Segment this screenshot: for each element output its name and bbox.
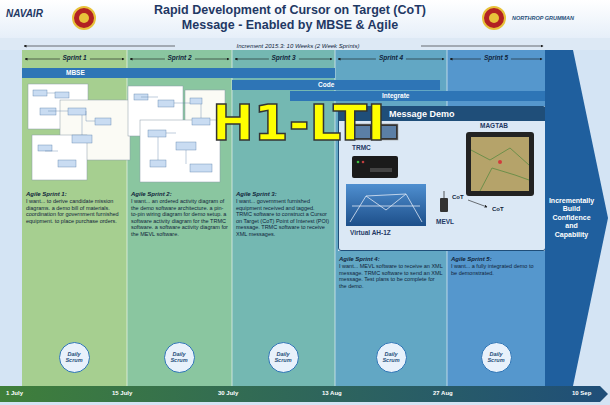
date-label: 10 Sep xyxy=(572,389,591,397)
sprint-goal-text: I want... MEVL software to receive an XM… xyxy=(339,263,443,289)
date-label: 27 Aug xyxy=(433,389,453,397)
scrum-label: Daily Scrum xyxy=(168,351,190,364)
outcome-text: Incrementally Build Confidence and Capab… xyxy=(549,197,595,240)
sprint-heading: Sprint 5 xyxy=(481,54,511,62)
sprint-goal-text: I want... government furnished equipment… xyxy=(236,198,331,238)
company-name: NORTHROP GRUMMAN xyxy=(512,15,574,21)
scrum-circle: Daily Scrum xyxy=(268,342,299,373)
phase-bar: MBSE xyxy=(22,68,335,78)
scrum-circle: Daily Scrum xyxy=(164,342,195,373)
chevron-arrow: Incrementally Build Confidence and Capab… xyxy=(545,50,608,386)
sprint-goal-heading: Agile Sprint 4: xyxy=(339,255,443,263)
sprint-heading: Sprint 4 xyxy=(376,54,406,62)
watermark: H1-LTI xyxy=(212,98,386,148)
scrum-label: Daily Scrum xyxy=(485,351,507,364)
phase-bar: Code xyxy=(232,80,440,90)
message-label: CoT xyxy=(492,206,504,212)
scrum-circle: Daily Scrum xyxy=(481,342,512,373)
sprint-column: Sprint 1 Agile Sprint 1:I want... to deri… xyxy=(22,50,127,386)
logo-text: NAVAIR xyxy=(6,8,43,19)
date-label: 13 Aug xyxy=(322,389,342,397)
phase-label: Code xyxy=(232,80,440,90)
date-label: 15 July xyxy=(112,389,132,397)
scrum-circle: Daily Scrum xyxy=(59,342,90,373)
sprint-heading: Sprint 1 xyxy=(59,54,89,62)
scrum-circle: Daily Scrum xyxy=(376,342,407,373)
sprint-heading: Sprint 2 xyxy=(164,54,194,62)
sprint-goal-text: I want... to derive candidate mission di… xyxy=(26,198,123,224)
device-label: MEVL xyxy=(436,218,454,225)
date-label: 1 July xyxy=(6,389,23,397)
sprint-goal-heading: Agile Sprint 5: xyxy=(451,255,541,263)
scrum-label: Daily Scrum xyxy=(272,351,294,364)
sprint-goal-text: I want... a fully integrated demo to be … xyxy=(451,263,541,276)
message-label: CoT xyxy=(452,194,464,200)
phase-label: MBSE xyxy=(22,68,335,78)
page-title: Rapid Development of Cursor on Target (C… xyxy=(130,3,450,33)
increment-label: Increment 2015.3: 10 Weeks (2 Week Sprin… xyxy=(175,42,421,50)
sprint-heading: Sprint 3 xyxy=(268,54,298,62)
date-label: 30 July xyxy=(218,389,238,397)
sprint-goal-heading: Agile Sprint 2: xyxy=(131,190,228,198)
sprint-goal-heading: Agile Sprint 3: xyxy=(236,190,331,198)
scrum-label: Daily Scrum xyxy=(380,351,402,364)
sprint-goal-heading: Agile Sprint 1: xyxy=(26,190,123,198)
device-label: MAGTAB xyxy=(480,122,508,129)
sprint-goal-text: I want... an ordered activity diagram of… xyxy=(131,198,228,238)
image-caption: Virtual AH-1Z xyxy=(350,229,391,236)
scrum-label: Daily Scrum xyxy=(63,351,85,364)
